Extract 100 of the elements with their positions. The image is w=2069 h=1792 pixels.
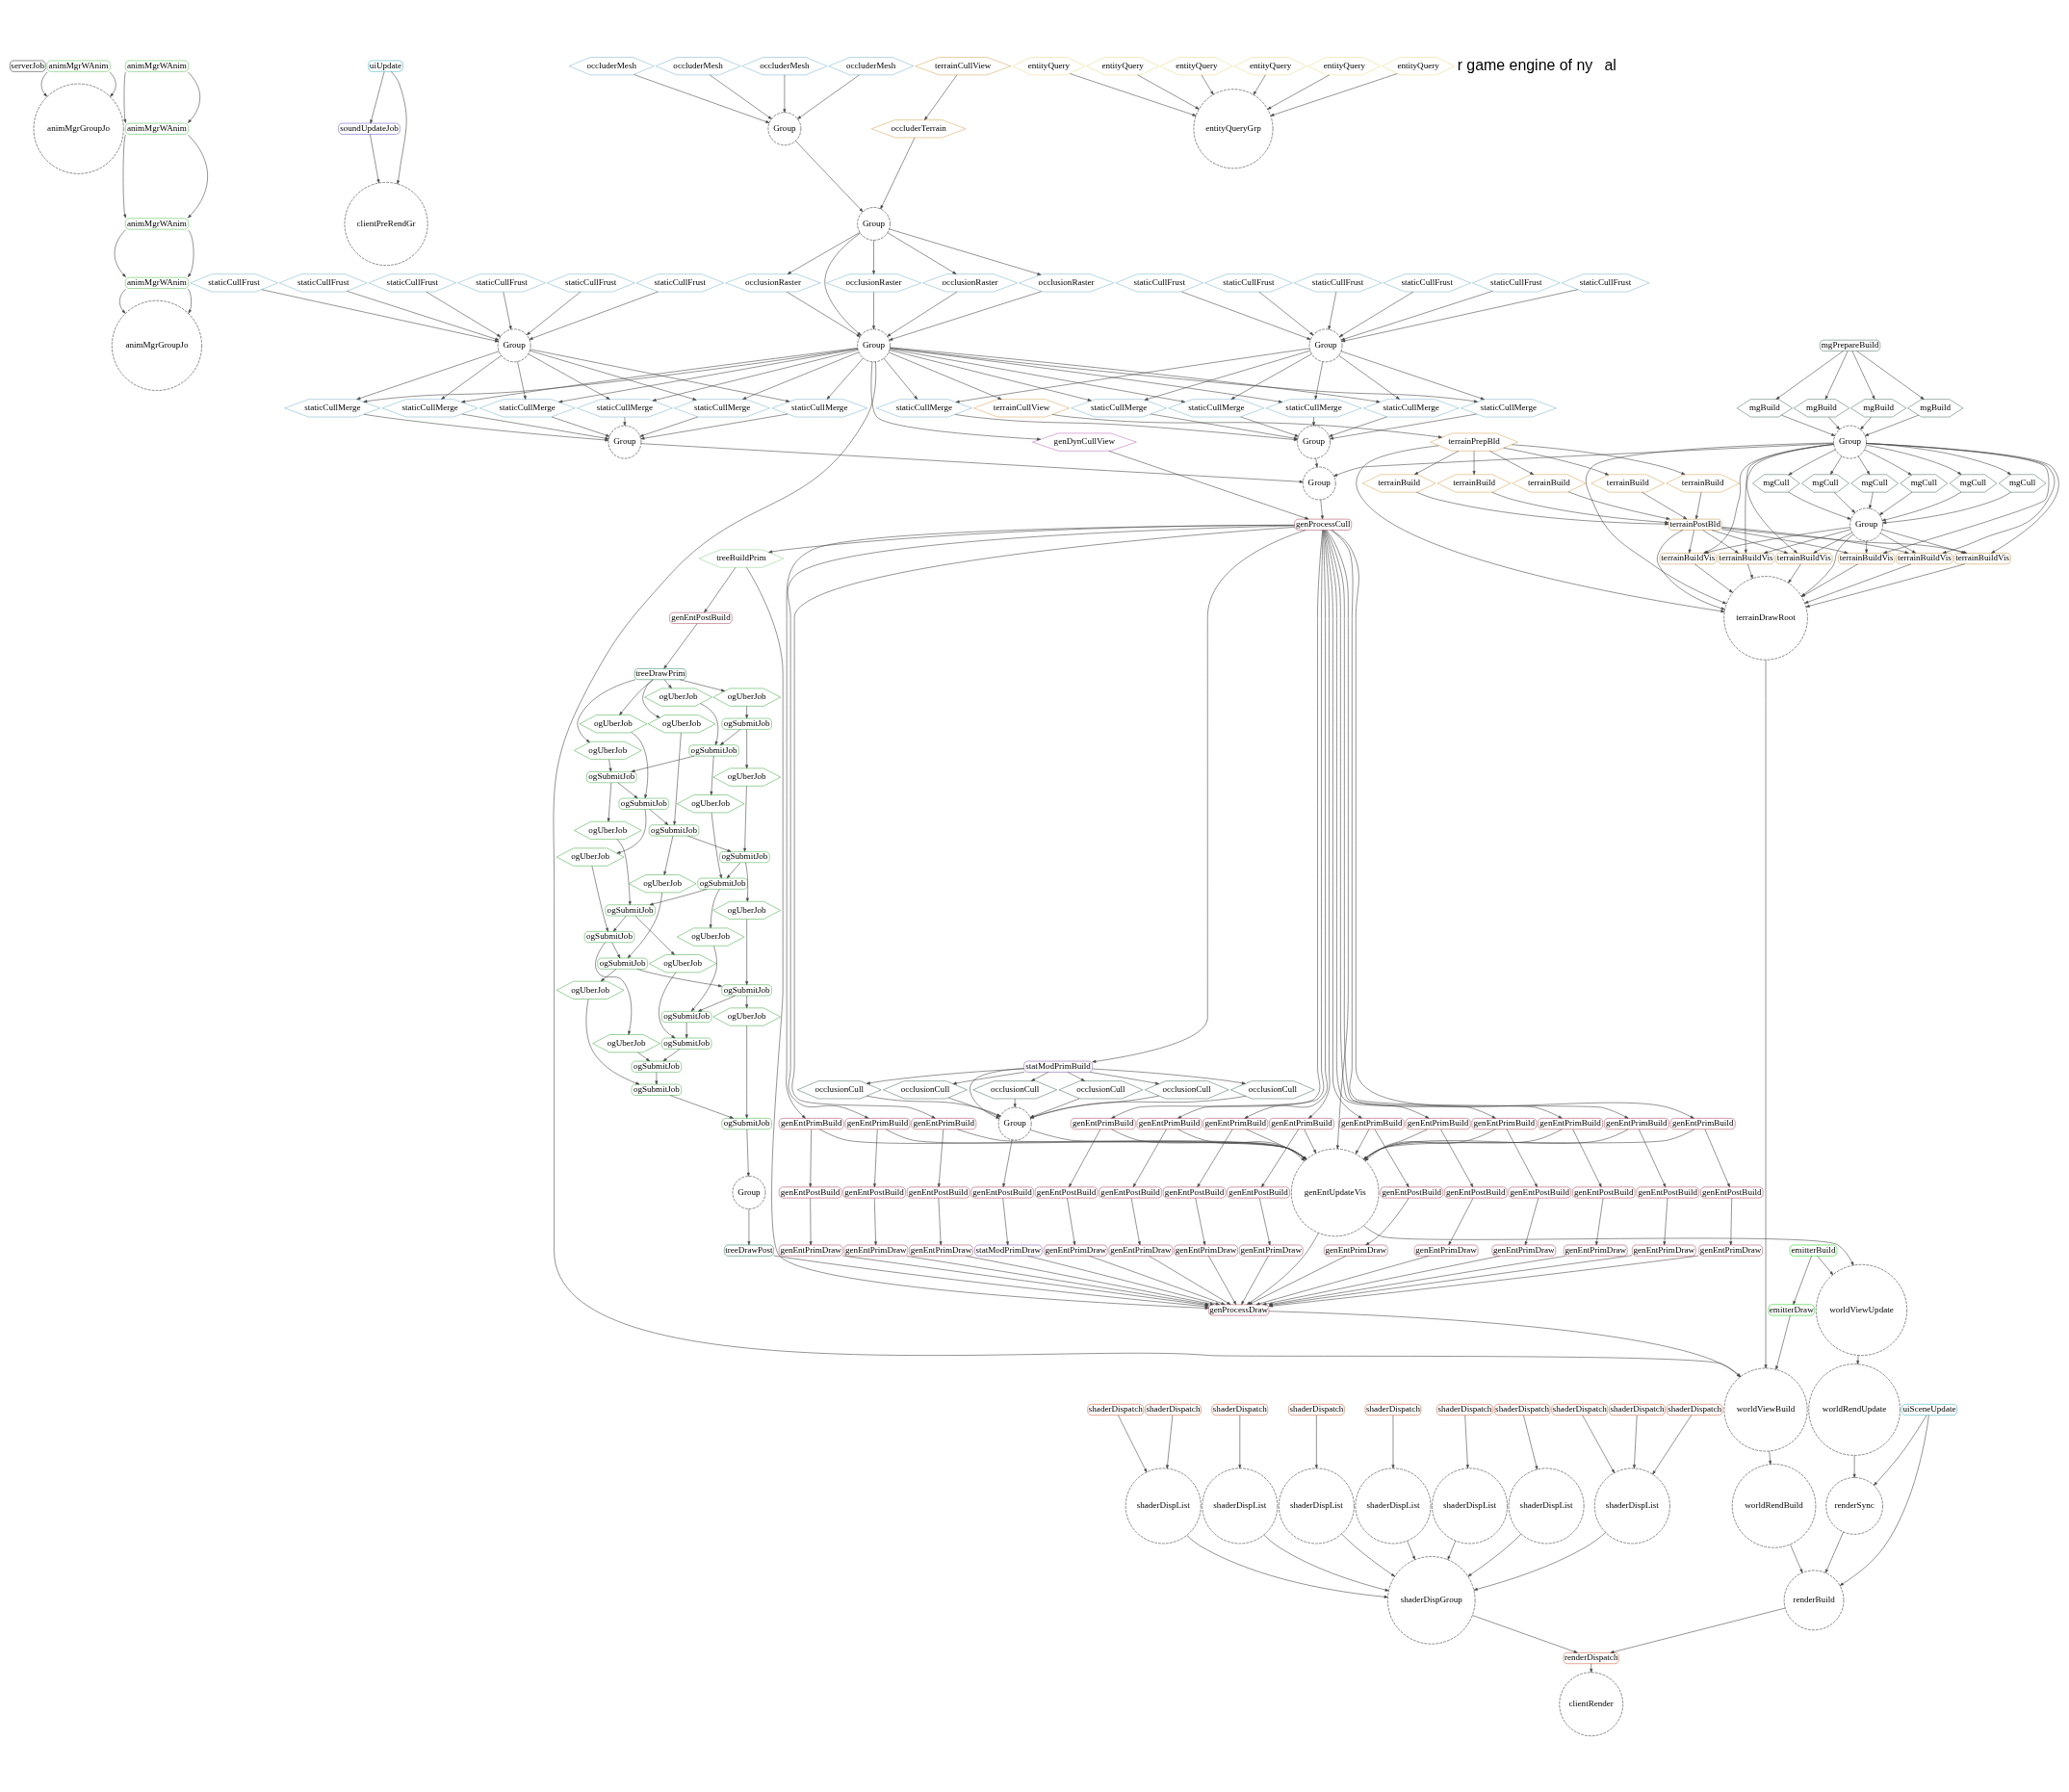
node-box: animMgrWAnim bbox=[46, 60, 111, 72]
arrow bbox=[1813, 532, 1853, 554]
arrow bbox=[652, 349, 859, 402]
arrow bbox=[1805, 563, 1966, 608]
arrow bbox=[1864, 449, 1912, 475]
arrow bbox=[1363, 1129, 1496, 1159]
node-box: ogSubmitJob bbox=[697, 877, 748, 890]
arrow bbox=[890, 347, 1282, 403]
node-box: genEntPostBuild bbox=[1380, 1185, 1443, 1198]
node-box: ogSubmitJob bbox=[583, 930, 635, 943]
node-box: genEntPrimDraw bbox=[909, 1244, 973, 1257]
node-circle: Group bbox=[1297, 425, 1331, 458]
arrow bbox=[1447, 1540, 1457, 1560]
arrow bbox=[1339, 291, 1414, 337]
arrow bbox=[1258, 291, 1314, 335]
node-box: shaderDispatch bbox=[1666, 1403, 1723, 1415]
node-box: shaderDispatch bbox=[1364, 1403, 1422, 1415]
arrow bbox=[649, 808, 669, 825]
arrow bbox=[888, 351, 1002, 400]
node-box: genEntPostBuild bbox=[842, 1185, 906, 1198]
arrow bbox=[663, 622, 698, 668]
arrow bbox=[1882, 491, 2011, 524]
arrow bbox=[1506, 1129, 1538, 1187]
arrow bbox=[461, 347, 859, 403]
node-box: shaderDispatch bbox=[1436, 1403, 1493, 1415]
arrow bbox=[1856, 350, 1925, 400]
node-box: genEntPostBuild bbox=[1227, 1185, 1290, 1198]
node-circle: shaderDispList bbox=[1355, 1467, 1432, 1544]
arrow bbox=[1865, 444, 1962, 475]
arrow bbox=[1511, 443, 1686, 475]
node-box: genEntPostBuild bbox=[1099, 1185, 1162, 1198]
arrow bbox=[1315, 457, 1318, 467]
arrow bbox=[1788, 563, 1801, 584]
arrow bbox=[685, 1022, 688, 1038]
arrow bbox=[591, 865, 608, 932]
label: r game engine of ny bbox=[1457, 56, 1593, 73]
node-box: genEntPostBuild bbox=[1034, 1185, 1099, 1198]
node-box: genEntPostBuild bbox=[970, 1185, 1034, 1198]
arrow bbox=[611, 942, 621, 958]
arrow bbox=[1166, 1415, 1174, 1468]
node-box: shaderDispatch bbox=[1145, 1403, 1202, 1415]
arrow bbox=[745, 918, 749, 985]
arrow bbox=[709, 888, 720, 928]
node-box: ogSubmitJob bbox=[618, 797, 669, 810]
arrow bbox=[1341, 1533, 1395, 1576]
arrow bbox=[370, 133, 380, 183]
node-box: genEntPrimBuild bbox=[1471, 1117, 1538, 1130]
node-box: genEntPrimBuild bbox=[1604, 1117, 1669, 1130]
arrow bbox=[1240, 416, 1299, 436]
node-box: genEntPostBuild bbox=[906, 1185, 970, 1198]
arrow bbox=[1002, 1138, 1013, 1187]
arrow bbox=[783, 74, 787, 113]
arrow bbox=[503, 291, 512, 329]
arrow bbox=[261, 288, 499, 342]
node-circle: worldRendBuild bbox=[1731, 1463, 1817, 1548]
node-box: genEntPrimBuild bbox=[1338, 1117, 1405, 1130]
node-box: genEntPostBuild bbox=[1508, 1185, 1571, 1198]
arrow bbox=[123, 71, 127, 123]
arrow bbox=[585, 998, 640, 1084]
node-circle: clientRender bbox=[1559, 1672, 1623, 1736]
arrow bbox=[1610, 1607, 1786, 1653]
arrow bbox=[1308, 529, 1331, 1119]
arrow bbox=[662, 1048, 681, 1061]
arrow bbox=[631, 755, 695, 772]
arrow bbox=[1747, 563, 1753, 579]
arrow bbox=[1817, 1255, 1834, 1275]
arrow bbox=[889, 348, 1186, 403]
arrow bbox=[631, 731, 649, 798]
node-box: genEntPostBuild bbox=[1636, 1185, 1699, 1198]
arrow bbox=[517, 360, 527, 400]
node-box: shaderDispatch bbox=[1288, 1403, 1345, 1415]
node-circle: shaderDispList bbox=[1508, 1467, 1585, 1544]
arrow bbox=[955, 348, 1310, 403]
node-box: animMgrWAnim bbox=[124, 60, 189, 72]
arrow bbox=[600, 968, 617, 981]
arrow bbox=[1824, 1531, 1844, 1573]
arrow bbox=[1488, 450, 1535, 475]
arrow bbox=[370, 70, 385, 123]
arrow bbox=[558, 348, 859, 403]
arrow bbox=[608, 758, 612, 772]
node-box: genEntPrimDraw bbox=[1564, 1244, 1628, 1257]
node-box: treeDrawPrim bbox=[634, 667, 686, 680]
arrow bbox=[690, 945, 717, 1011]
arrow bbox=[390, 70, 407, 184]
arrow bbox=[623, 416, 627, 426]
arrow bbox=[639, 416, 699, 436]
arrow bbox=[1186, 1534, 1388, 1598]
arrow bbox=[1314, 360, 1324, 400]
node-circle: renderSync bbox=[1825, 1476, 1883, 1535]
arrow bbox=[1572, 1129, 1602, 1187]
arrow bbox=[1363, 1129, 1695, 1159]
arrow bbox=[883, 357, 918, 400]
arrow bbox=[1069, 72, 1197, 117]
arrow bbox=[873, 1197, 878, 1245]
node-box: emitterDraw bbox=[1768, 1303, 1815, 1315]
arrow bbox=[1137, 74, 1200, 110]
arrow bbox=[1332, 529, 1694, 1119]
arrow bbox=[924, 74, 958, 120]
arrow bbox=[659, 972, 677, 1038]
arrow bbox=[1464, 1415, 1469, 1468]
